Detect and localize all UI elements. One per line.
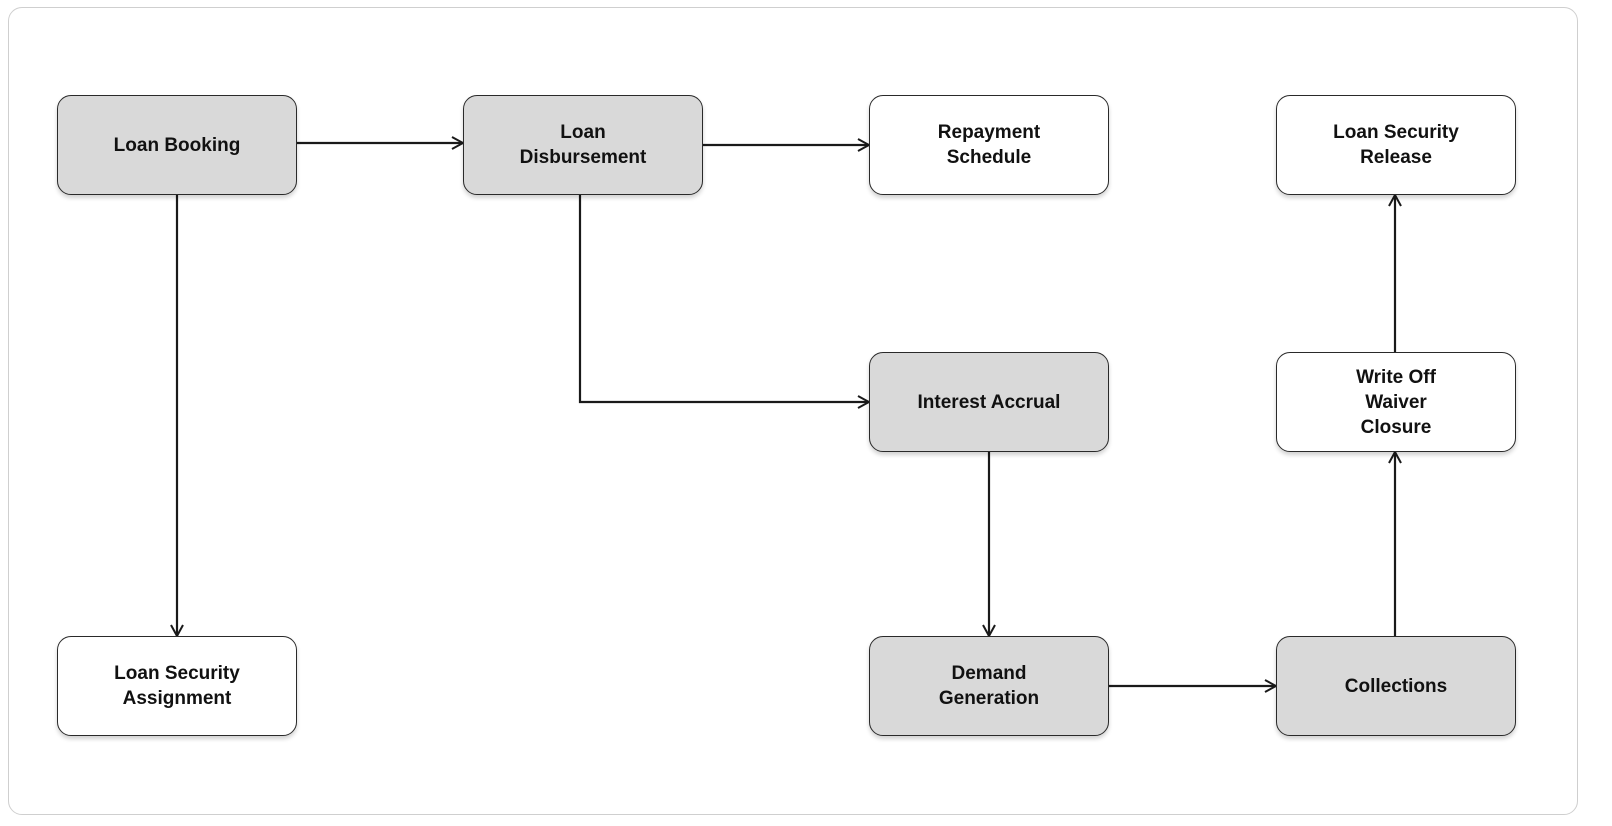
node-interest-accrual: Interest Accrual — [869, 352, 1109, 452]
node-repayment-schedule: Repayment Schedule — [869, 95, 1109, 195]
node-collections: Collections — [1276, 636, 1516, 736]
node-loan-security-release: Loan Security Release — [1276, 95, 1516, 195]
node-write-off-waiver-closure: Write Off Waiver Closure — [1276, 352, 1516, 452]
node-loan-disbursement: Loan Disbursement — [463, 95, 703, 195]
edge-disbursement-to-interest — [578, 195, 869, 402]
node-loan-security-assignment: Loan Security Assignment — [57, 636, 297, 736]
node-demand-generation: Demand Generation — [869, 636, 1109, 736]
node-loan-booking: Loan Booking — [57, 95, 297, 195]
